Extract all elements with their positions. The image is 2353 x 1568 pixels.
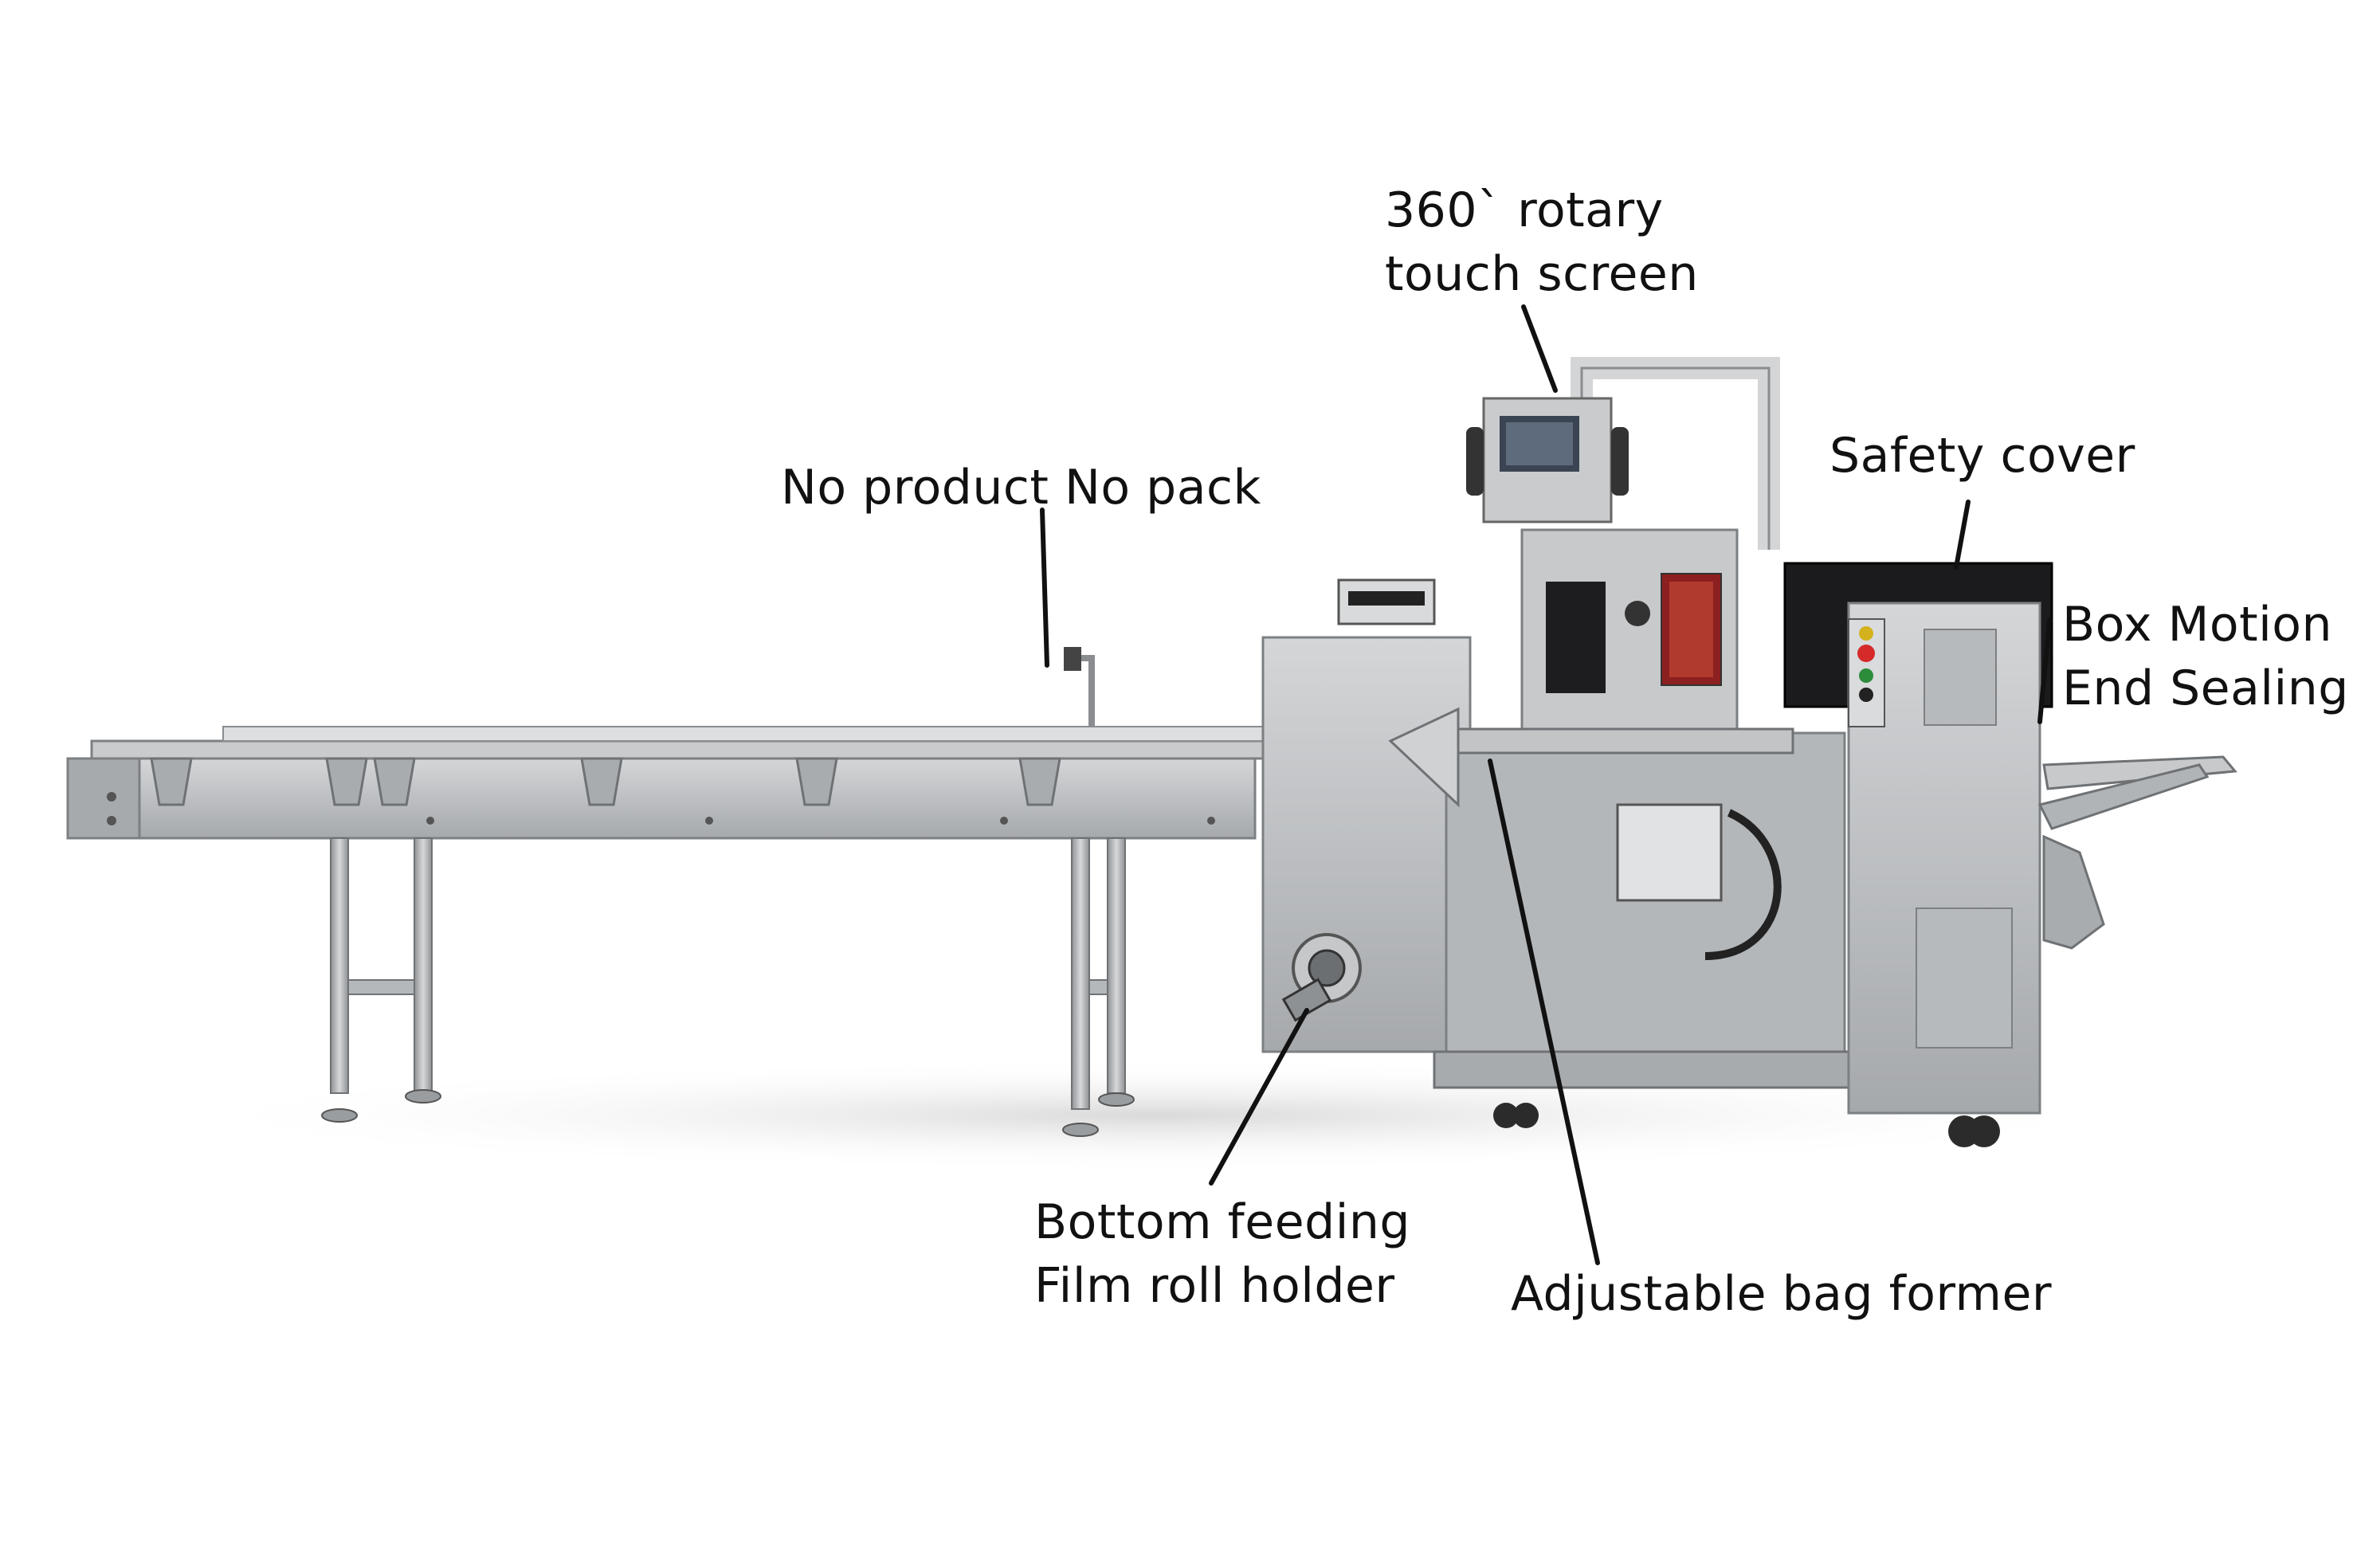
infeed-conveyor bbox=[66, 647, 1376, 1137]
leader-end-sealing bbox=[2037, 617, 2052, 724]
label-line: Bottom feeding bbox=[1034, 1194, 1410, 1250]
label-line: 360` rotary bbox=[1385, 182, 1664, 238]
label-no-product-no-pack: No product No pack bbox=[781, 456, 1261, 519]
end-sealing-section bbox=[1783, 562, 2237, 1147]
leader-film-roll bbox=[1209, 1008, 1309, 1186]
label-line: touch screen bbox=[1385, 246, 1699, 302]
label-line: Box Motion bbox=[2062, 597, 2333, 653]
label-safety-cover: Safety cover bbox=[1829, 424, 2135, 488]
main-body bbox=[1261, 528, 1850, 1128]
label-rotary-touch-screen: 360` rotary touch screen bbox=[1385, 178, 1699, 306]
leader-lines bbox=[1040, 304, 2052, 1265]
leader-safety-cover bbox=[1954, 500, 1971, 570]
label-box-motion-end-sealing: Box Motion End Sealing bbox=[2062, 593, 2349, 720]
label-line: Adjustable bag former bbox=[1511, 1266, 2053, 1322]
label-bottom-feeding-film-roll-holder: Bottom feeding Film roll holder bbox=[1034, 1190, 1410, 1318]
touch-screen-assembly bbox=[1466, 357, 1780, 550]
label-line: No product No pack bbox=[781, 460, 1261, 515]
leader-rotary bbox=[1521, 304, 1558, 393]
label-line: End Sealing bbox=[2062, 661, 2349, 716]
label-line: Safety cover bbox=[1829, 428, 2135, 484]
label-line: Film roll holder bbox=[1034, 1258, 1395, 1314]
label-adjustable-bag-former: Adjustable bag former bbox=[1511, 1262, 2052, 1326]
leader-no-product bbox=[1040, 508, 1049, 668]
leader-bag-former bbox=[1488, 759, 1600, 1265]
